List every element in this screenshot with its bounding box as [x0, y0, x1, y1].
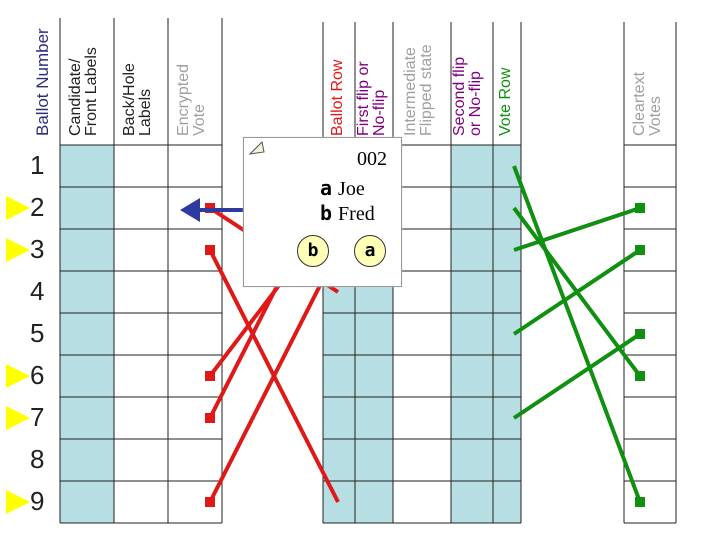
- ballot-serial: 002: [357, 148, 387, 170]
- ballot-hole: a: [354, 235, 386, 267]
- header-candidate-front: Candidate/ Front Labels: [67, 47, 100, 136]
- row-number: 9: [30, 486, 45, 516]
- header-back-hole: Back/Hole Labels: [121, 63, 154, 136]
- row-marker-icon: [6, 238, 30, 262]
- header-ballot-row: Ballot Row: [329, 59, 346, 136]
- header-cleartext: Cleartext Votes: [631, 71, 664, 136]
- row-number: 6: [30, 360, 45, 390]
- green-link-line: [512, 165, 642, 503]
- row-number: 1: [30, 150, 45, 180]
- pushpin-icon: [248, 140, 265, 155]
- header-first-flip: First flip or No-flip: [355, 61, 388, 136]
- column-fill: [451, 145, 521, 523]
- row-number: 8: [30, 444, 45, 474]
- row-marker-icon: [6, 364, 30, 388]
- row-number: 5: [30, 318, 45, 348]
- green-link-node: [635, 203, 645, 213]
- column-fill: [60, 145, 114, 523]
- red-link-line: [208, 249, 340, 503]
- row-marker-icon: [6, 406, 30, 430]
- red-link-node: [205, 245, 215, 255]
- candidate-name: Joe: [338, 178, 365, 200]
- header-second-flip: Second flip or No-flip: [451, 56, 484, 136]
- row-number: 4: [30, 276, 45, 306]
- row-number: 3: [30, 234, 45, 264]
- row-number: 7: [30, 402, 45, 432]
- green-link-line: [512, 332, 642, 420]
- row-number: 2: [30, 192, 45, 222]
- red-link-node: [205, 413, 215, 423]
- header-vote-row: Vote Row: [497, 67, 514, 136]
- green-link-line: [512, 248, 642, 336]
- green-link-node: [635, 371, 645, 381]
- green-link-node: [635, 497, 645, 507]
- candidate-letter: a: [320, 176, 333, 200]
- row-marker-icon: [6, 196, 30, 220]
- row-marker-icon: [6, 490, 30, 514]
- red-link-node: [205, 497, 215, 507]
- header-encrypted-vote: Encrypted Vote: [175, 63, 208, 136]
- red-link-node: [205, 371, 215, 381]
- candidate-letter: b: [320, 201, 333, 225]
- ballot-hole: b: [297, 235, 329, 267]
- green-link-node: [635, 245, 645, 255]
- header-ballot-number: Ballot Number: [33, 28, 52, 136]
- green-link-line: [513, 206, 641, 252]
- header-intermediate: Intermediate Flipped state: [402, 44, 435, 136]
- green-link-node: [635, 329, 645, 339]
- blue-arrow-head: [180, 198, 200, 222]
- candidate-name: Fred: [338, 203, 375, 225]
